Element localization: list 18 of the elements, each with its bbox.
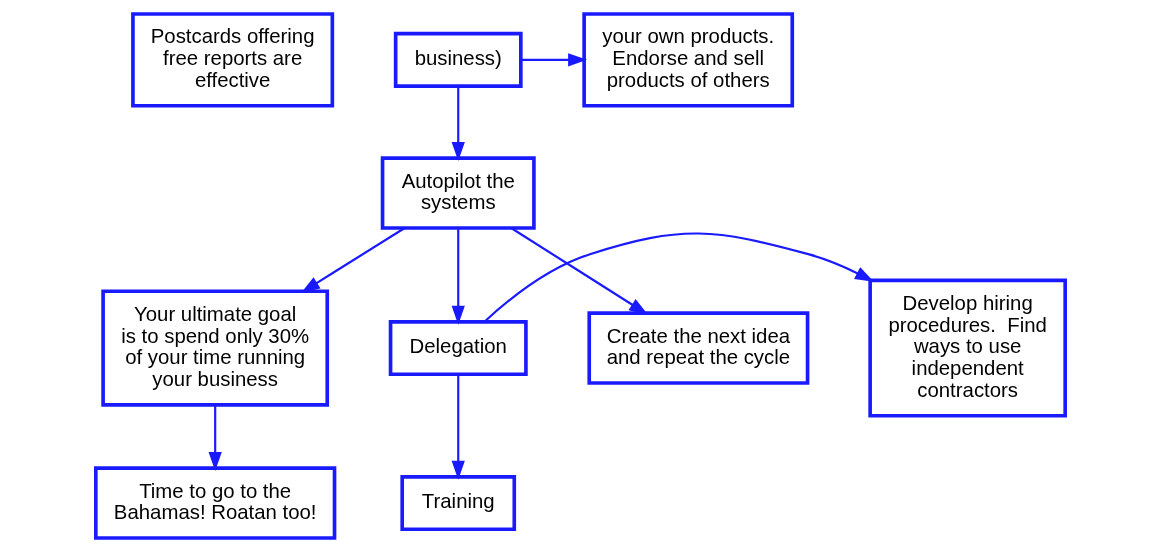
arrow bbox=[451, 86, 465, 161]
node-box: Postcards offering free reports are effective bbox=[131, 12, 335, 108]
node-box: your own products. Endorse and sell products of others bbox=[582, 12, 795, 108]
arrow bbox=[301, 227, 405, 293]
node-box: Delegation bbox=[388, 320, 528, 377]
node-box: business) bbox=[393, 31, 523, 88]
arrow bbox=[208, 404, 222, 472]
node-box: Training bbox=[400, 475, 517, 532]
node-box: Time to go to the Bahamas! Roatan too! bbox=[94, 466, 337, 540]
arrow bbox=[451, 228, 465, 325]
node-box: Develop hiring procedures. Find ways to use independent contractors bbox=[868, 278, 1067, 418]
node-box: Your ultimate goal is to spend only 30% of your time running your business bbox=[101, 289, 330, 407]
node-box: Create the next idea and repeat the cycle bbox=[587, 311, 810, 385]
arrow bbox=[483, 232, 874, 323]
arrow bbox=[510, 227, 649, 315]
node-box: Autopilot the systems bbox=[380, 156, 536, 230]
arrow bbox=[451, 374, 465, 480]
arrow bbox=[521, 53, 588, 67]
